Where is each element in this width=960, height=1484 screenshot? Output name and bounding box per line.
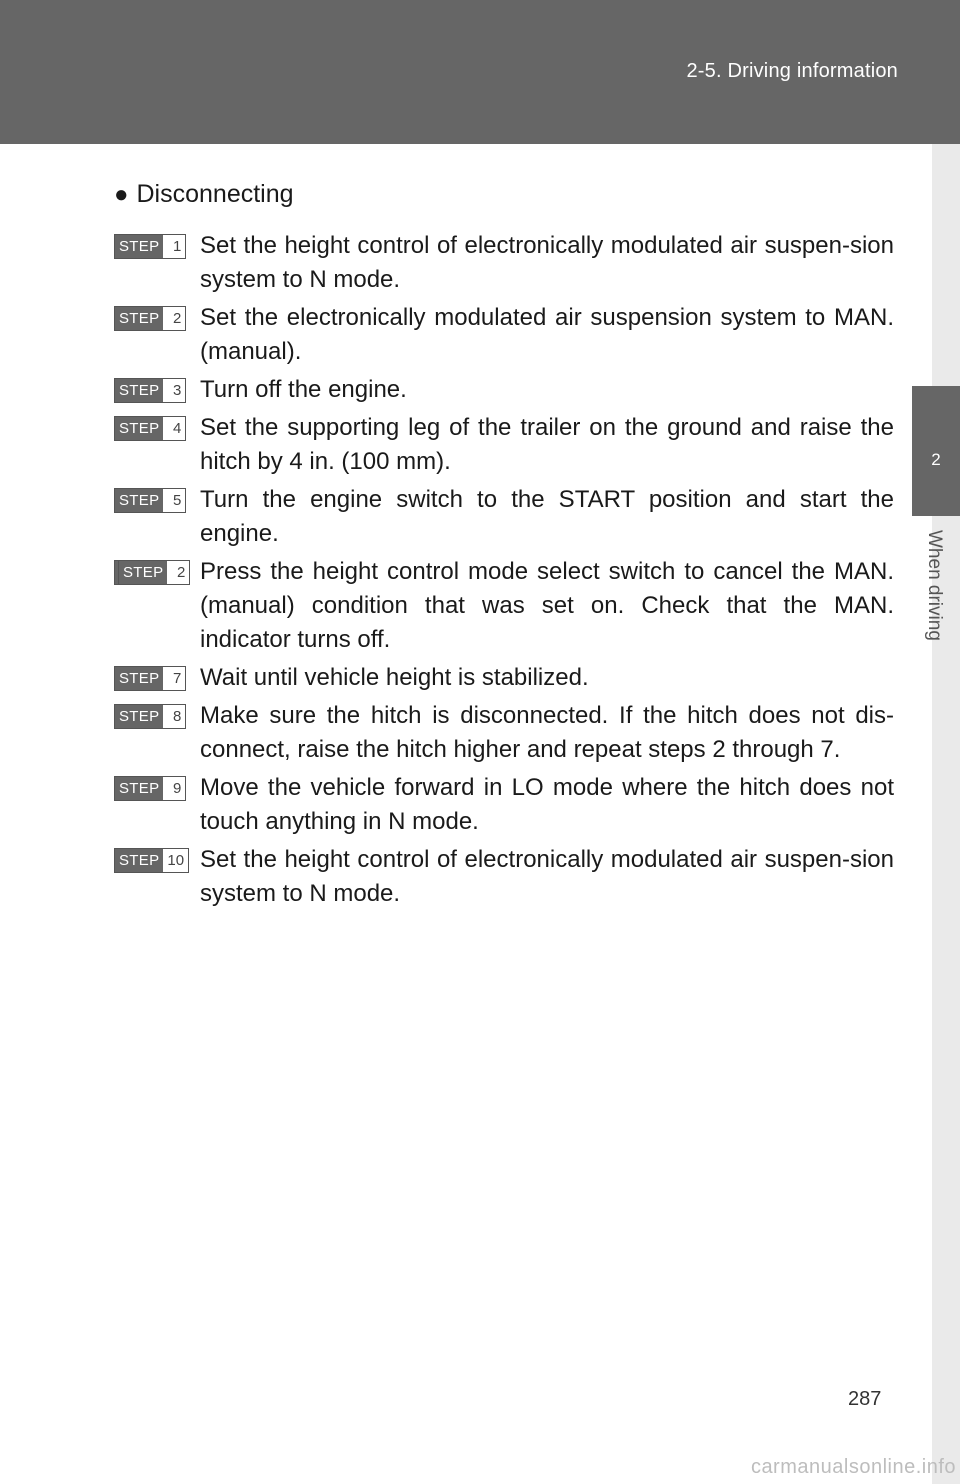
step-text: Make sure the hitch is disconnected. If … [200, 702, 894, 763]
step-number: 3 [163, 379, 186, 402]
step-reference-number: 2 [167, 561, 190, 584]
step-number: 9 [163, 777, 186, 800]
step-word: STEP [115, 667, 164, 690]
step-text: Turn the engine switch to the START posi… [200, 486, 894, 547]
page-header: 2-5. Driving information [0, 0, 960, 144]
step-word: STEP [115, 307, 164, 330]
step-number: 8 [163, 705, 186, 728]
step-number: 2 [163, 307, 186, 330]
bullet-icon: ● [114, 181, 129, 208]
step-text: Set the supporting leg of the trailer on… [200, 414, 894, 475]
step-text: Wait until vehicle height is stabilized. [200, 664, 589, 691]
step-text-after: . Check that the MAN. indicator turns of… [200, 592, 895, 653]
step-number: 5 [163, 489, 186, 512]
step-word: STEP [115, 705, 164, 728]
step-word: STEP [115, 777, 164, 800]
step-text: Move the vehicle forward in LO mode wher… [200, 774, 894, 835]
step-text: Set the electronically modulated air sus… [200, 304, 894, 365]
step-word: STEP [115, 417, 164, 440]
step-text: Turn off the engine. [200, 376, 407, 403]
step-word: STEP [115, 379, 164, 402]
heading-text: Disconnecting [136, 180, 294, 208]
section-heading: ● Disconnecting [114, 176, 894, 213]
step-text: Set the height control of electronically… [200, 232, 894, 293]
step-number: 4 [163, 417, 186, 440]
step-word: STEP [115, 489, 164, 512]
section-title: 2-5. Driving information [686, 60, 898, 82]
page-number: 287 [848, 1388, 882, 1410]
chapter-tab [912, 386, 960, 516]
step-word: STEP [115, 849, 164, 872]
step-text: Set the height control of electronically… [200, 846, 894, 907]
step-word: STEP [115, 235, 164, 258]
step-number: 10 [163, 849, 189, 872]
step-word: STEP [119, 561, 168, 584]
chapter-tab-number: 2 [931, 450, 941, 469]
watermark: carmanualsonline.info [750, 1456, 956, 1478]
step-6: STEP6 Press the height control mode sele… [114, 555, 894, 657]
side-strip [932, 144, 960, 1484]
step-number: 1 [163, 235, 186, 258]
step-text-before: Press the height control mode select swi… [200, 558, 894, 619]
chapter-tab-label: When driving [924, 530, 945, 641]
step-number: 7 [163, 667, 186, 690]
